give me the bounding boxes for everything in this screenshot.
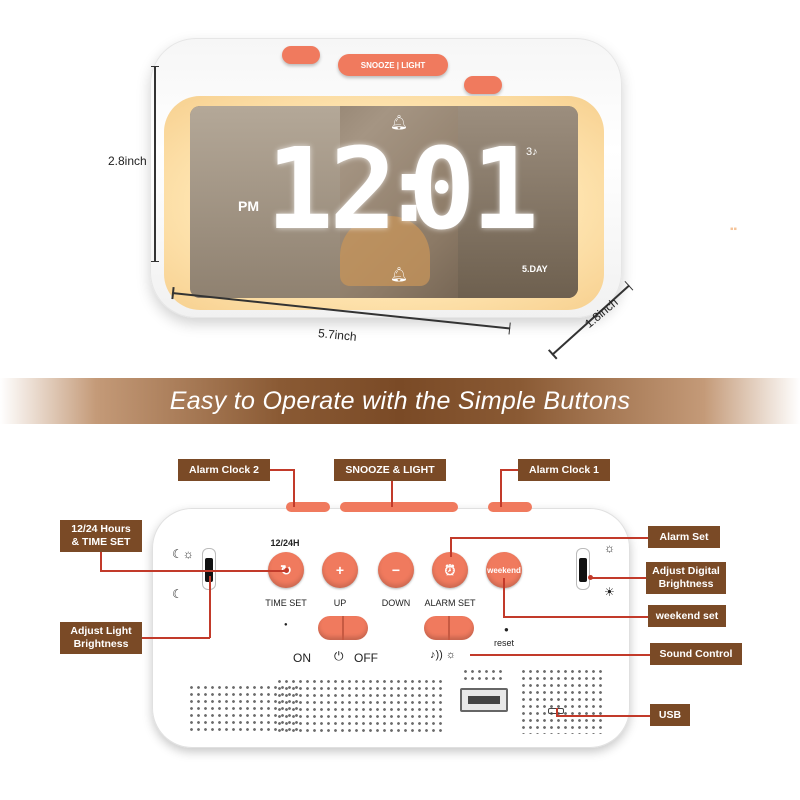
clock-front-view: SNOOZE | LIGHT PM 12 : 01 🔔︎ 🔔︎ 3♪ 5.DAY… [150, 38, 737, 318]
clock-back-view: ☾☼ ☾ 12/24H ↻ TIME SET + UP − DOWN ⏰︎ AL… [152, 502, 630, 748]
moon-sun-icon: ☾☼ [172, 547, 194, 561]
sound-switch [424, 616, 474, 640]
up-button: + [322, 552, 358, 588]
sound-light-icon: ♪)) ☼ [430, 649, 456, 661]
callout-adjust-digital-brightness: Adjust Digital Brightness [646, 562, 726, 594]
alarm-two-top-button [282, 46, 320, 64]
bell-icon: 🔔︎ [390, 114, 408, 130]
day-mode-indicator: 5.DAY [522, 264, 548, 274]
callout-snooze-light: SNOOZE & LIGHT [334, 459, 446, 481]
leader-alarm-clock-2-h [270, 469, 294, 471]
leader-alarm-clock-1-h [500, 469, 518, 471]
width-label: 5.7inch [317, 326, 358, 344]
display-colon: : [382, 138, 436, 243]
display-hours: 12 [266, 125, 397, 255]
leader-alarm-clock-1-v [500, 469, 502, 507]
callout-weekend-set: weekend set [648, 605, 726, 627]
callout-sound-control: Sound Control [650, 643, 742, 665]
dot-digital-brightness [588, 575, 593, 580]
reset-hole: ● [504, 625, 509, 634]
callout-alarm-clock-1: Alarm Clock 1 [518, 459, 610, 481]
callout-alarm-set: Alarm Set [648, 526, 720, 548]
alarm-one-top-button [464, 76, 502, 94]
leader-usb-v [556, 708, 558, 716]
snooze-light-label: SNOOZE | LIGHT [360, 60, 426, 70]
sun-large-icon: ☀ [604, 585, 615, 599]
height-label: 2.8inch [108, 154, 147, 168]
alarm-two-icon: 3♪ [526, 146, 538, 158]
callout-12-24-line2: & TIME SET [71, 536, 131, 548]
bell-icon-lower: 🔔︎ [390, 266, 408, 282]
snooze-light-strip [340, 502, 458, 512]
snooze-light-top-button: SNOOZE | LIGHT [338, 54, 448, 76]
up-label: UP [333, 598, 347, 608]
callout-digital-line2: Brightness [658, 578, 714, 590]
sun-icon: ☼ [604, 541, 615, 555]
off-label: OFF [354, 651, 378, 665]
callout-alarm-clock-2: Alarm Clock 2 [178, 459, 270, 481]
time-set-label: TIME SET [265, 598, 307, 608]
reflection-wall [190, 106, 340, 298]
leader-usb-h [556, 715, 650, 717]
display-minutes: 01 [408, 125, 539, 255]
callout-light-line1: Adjust Light [70, 625, 132, 638]
on-label: ON [293, 651, 311, 665]
reflection-chair [340, 216, 430, 286]
reset-label: reset [493, 638, 514, 648]
leader-12-24-v [100, 552, 102, 570]
leader-digital-brightness [590, 577, 646, 579]
alarm-two-strip [286, 502, 330, 512]
moon-icon: ☾ [172, 587, 183, 601]
leader-light-brightness-h [142, 637, 210, 639]
power-switch [318, 616, 368, 640]
height-dimension-line [151, 66, 159, 262]
side-led-icon: ▪▪ [730, 224, 738, 235]
alarm-set-button: ⏰︎ [432, 552, 468, 588]
speaker-grill-right [520, 668, 604, 734]
speaker-grill-top [462, 668, 502, 682]
leader-snooze-light [391, 481, 393, 507]
callout-12-24-hours: 12/24 Hours & TIME SET [60, 520, 142, 552]
feature-banner: Easy to Operate with the Simple Buttons [0, 378, 800, 424]
down-label: DOWN [381, 598, 411, 608]
leader-weekend-v [503, 578, 505, 616]
usb-port [460, 688, 508, 712]
speaker-grill-center [276, 678, 444, 734]
mirror-display: PM 12 : 01 🔔︎ 🔔︎ 3♪ 5.DAY [190, 106, 578, 298]
leader-alarm-set [450, 537, 648, 539]
leader-weekend-h [503, 616, 648, 618]
dot-time-set [284, 568, 289, 573]
callout-usb: USB [650, 704, 690, 726]
callout-12-24-line1: 12/24 Hours [71, 523, 131, 536]
leader-alarm-clock-2-v [293, 469, 295, 507]
reflection-window [458, 106, 578, 298]
alarm-one-strip [488, 502, 532, 512]
alarm-set-label: ALARM SET [424, 598, 476, 608]
power-icon: ⏻ [334, 649, 344, 663]
label-12-24h: 12/24H [270, 538, 300, 548]
leader-sound-control [470, 654, 650, 656]
down-button: − [378, 552, 414, 588]
callout-digital-line1: Adjust Digital [652, 565, 720, 578]
leader-12-24-h [100, 570, 286, 572]
callout-light-line2: Brightness [73, 638, 129, 650]
callout-adjust-light-brightness: Adjust Light Brightness [60, 622, 142, 654]
leader-light-brightness-v [209, 576, 211, 638]
digital-brightness-slider [576, 548, 590, 590]
banner-text: Easy to Operate with the Simple Buttons [169, 386, 631, 415]
mic-hole: ● [284, 622, 288, 628]
period-indicator: PM [238, 198, 259, 214]
leader-alarm-set-v [450, 537, 452, 557]
